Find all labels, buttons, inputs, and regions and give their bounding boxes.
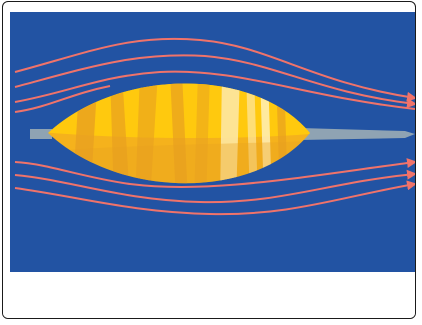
caption-area <box>3 272 415 319</box>
airflow-diagram <box>10 12 416 272</box>
airflow-illustration <box>10 12 416 272</box>
figure-card <box>2 1 416 319</box>
aerofoil-body <box>40 52 330 212</box>
